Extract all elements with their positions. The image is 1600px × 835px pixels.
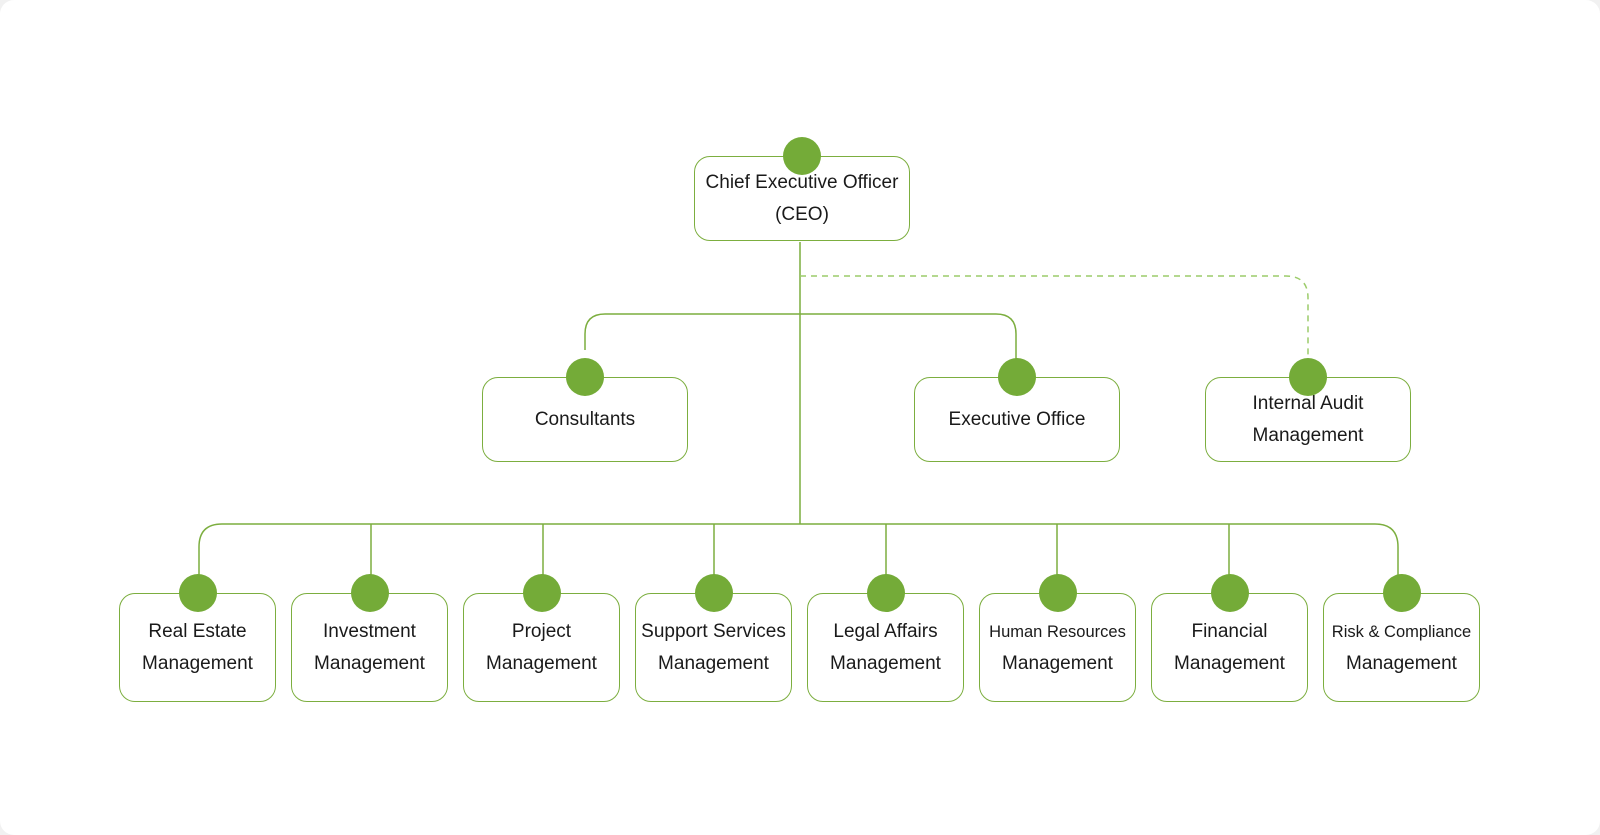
support-services-label-line1: Support Services (641, 620, 786, 642)
legal-affairs-label-line2: Management (830, 652, 941, 674)
project-management-node[interactable]: Project Management (463, 574, 620, 702)
executive-office-label: Executive Office (948, 408, 1086, 430)
human-resources-label-line1: Human Resources (989, 622, 1126, 641)
ceo-node-dot (783, 137, 821, 175)
human-resources-node-dot (1038, 574, 1077, 612)
consultants-node-dot (566, 358, 604, 396)
real-estate-node-dot (178, 574, 217, 612)
consultants-node[interactable]: Consultants (482, 358, 688, 462)
investment-management-node[interactable]: Investment Management (291, 574, 448, 702)
risk-compliance-label-line1: Risk & Compliance (1331, 622, 1472, 641)
internal-audit-dashed-line (800, 275, 1309, 360)
legal-affairs-node-dot (866, 574, 905, 612)
project-node-dot (522, 574, 561, 612)
investment-label-line2: Management (314, 652, 425, 674)
risk-compliance-node-dot (1382, 574, 1421, 612)
ceo-node[interactable]: Chief Executive Officer (CEO) (694, 137, 910, 241)
internal-audit-node-dot (1289, 358, 1327, 396)
financial-management-node[interactable]: Financial Management (1151, 574, 1308, 702)
risk-compliance-management-node[interactable]: Risk & Compliance Management (1323, 574, 1480, 702)
project-label-line2: Management (486, 652, 597, 674)
ceo-title: Chief Executive Officer (705, 171, 899, 193)
consultants-label: Consultants (534, 408, 636, 430)
executive-office-node-dot (998, 358, 1036, 396)
department-bus-line (198, 523, 1399, 582)
legal-affairs-management-node[interactable]: Legal Affairs Management (807, 574, 964, 702)
legal-affairs-label-line1: Legal Affairs (833, 620, 938, 642)
executive-office-node[interactable]: Executive Office (914, 358, 1120, 462)
real-estate-management-node[interactable]: Real Estate Management (119, 574, 276, 702)
internal-audit-node[interactable]: Internal Audit Management (1205, 358, 1411, 462)
internal-audit-label-line2: Management (1252, 424, 1364, 446)
investment-label-line1: Investment (323, 620, 416, 642)
risk-compliance-label-line2: Management (1346, 652, 1457, 674)
support-services-label-line2: Management (658, 652, 769, 674)
internal-audit-label-line1: Internal Audit (1252, 392, 1364, 414)
real-estate-label-line1: Real Estate (148, 620, 247, 642)
financial-node-dot (1210, 574, 1249, 612)
human-resources-label-line2: Management (1002, 652, 1113, 674)
ceo-abbreviation: (CEO) (775, 203, 829, 225)
financial-label-line1: Financial (1191, 620, 1268, 642)
real-estate-label-line2: Management (142, 652, 253, 674)
level2-branch-line (584, 313, 1017, 360)
human-resources-management-node[interactable]: Human Resources Management (979, 574, 1136, 702)
support-services-management-node[interactable]: Support Services Management (635, 574, 792, 702)
support-services-node-dot (694, 574, 733, 612)
financial-label-line2: Management (1174, 652, 1285, 674)
project-label-line1: Project (511, 620, 572, 642)
investment-node-dot (350, 574, 389, 612)
